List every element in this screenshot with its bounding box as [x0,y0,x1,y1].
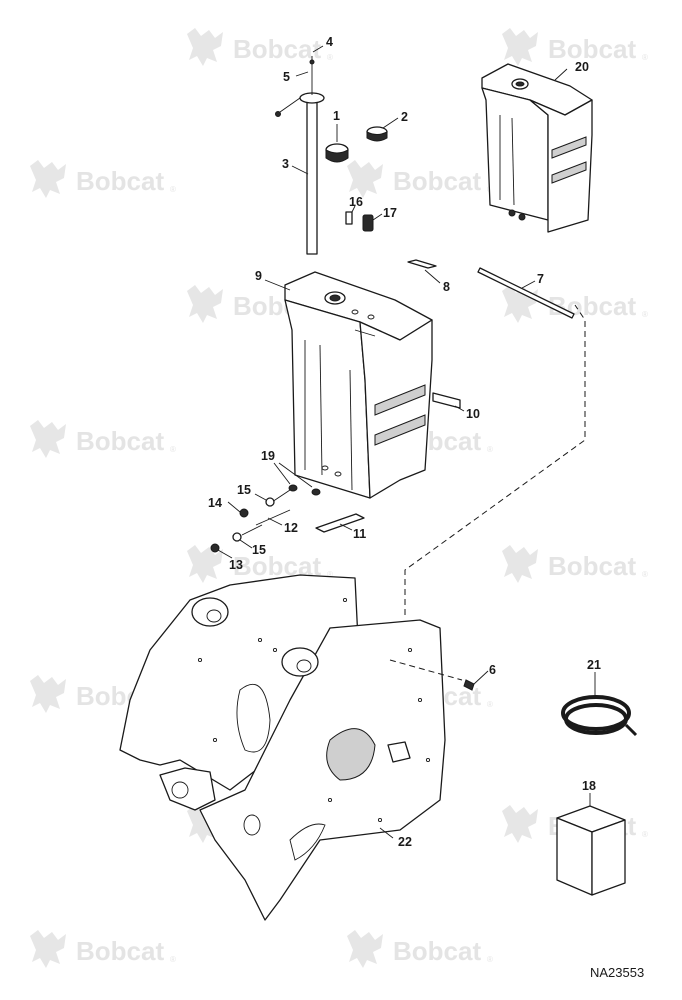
tank-part-20 [481,63,593,233]
callout-4: 4 [326,35,333,49]
watermark-brand: Bobcat [76,426,164,456]
sender-part-3 [275,56,325,255]
hose-part-21 [561,695,638,737]
watermark-brand: Bobcat [393,166,481,196]
watermark-registered: ® [642,53,648,62]
watermark-registered: ® [327,570,333,579]
callout-7: 7 [537,272,544,286]
callout-16: 16 [349,195,363,209]
box-part-18 [556,805,626,896]
bobcat-logo-icon [30,160,66,198]
tank-part-9 [284,271,433,499]
bolt-part-6 [463,679,475,691]
watermark-registered: ® [170,445,176,454]
callout-10: 10 [466,407,480,421]
bobcat-logo-icon [30,930,66,968]
bobcat-logo-icon [502,805,538,843]
pad-part-10 [432,392,461,409]
bobcat-logo-icon [187,545,223,583]
watermark-layer: Bobcat ® Bobcat ® Bobcat ® Bobcat ® Bobcat ® Bobca… [30,28,648,968]
watermark-brand: Bobcat [393,936,481,966]
pad-part-11 [315,513,365,533]
rod-part-7 [477,267,575,319]
pad-part-8 [407,259,437,269]
watermark-registered: ® [642,570,648,579]
watermark-4: Bobcat® [347,160,493,198]
watermark-brand: Bobcat [233,34,321,64]
callout-14: 14 [208,496,222,510]
watermark-brand: Bobcat [76,166,164,196]
callout-2: 2 [401,110,408,124]
watermark-registered: ® [487,955,493,964]
bobcat-logo-icon [30,420,66,458]
fittings-12-15-19 [210,484,321,553]
watermark-10: Bobcat ® [502,545,648,583]
watermark-registered: ® [170,185,176,194]
cap-part-2 [366,126,388,142]
callout-1: 1 [333,109,340,123]
watermark-registered: ® [642,830,648,839]
cap-part-1 [325,143,349,163]
bobcat-logo-icon [30,675,66,713]
watermark-16: Bobcat ® [347,930,493,968]
callout-20: 20 [575,60,589,74]
bobcat-logo-icon [502,28,538,66]
bobcat-logo-icon [347,930,383,968]
callout-9: 9 [255,269,262,283]
watermark-2: Bobcat ® [502,28,648,66]
watermark-registered: ® [170,955,176,964]
watermark-brand: Bobcat [548,34,636,64]
watermark-1: Bobcat ® [187,28,333,66]
callout-17: 17 [383,206,397,220]
callout-labels: 1 2 3 4 5 6 7 8 9 10 11 12 13 14 15 15 1… [208,35,601,849]
frame-part-22 [119,304,586,921]
watermark-15: Bobcat ® [30,930,176,968]
vent-part-16 [345,211,353,225]
callout-11: 11 [353,527,366,541]
callout-8: 8 [443,280,450,294]
watermark-brand: Bobcat [76,936,164,966]
callout-22: 22 [398,835,412,849]
leader-lines [217,45,596,839]
callout-18: 18 [582,779,596,793]
watermark-registered: ® [487,700,493,709]
callout-21: 21 [587,658,601,672]
callout-15b: 15 [252,543,266,557]
bobcat-logo-icon [502,545,538,583]
drawing-code: NA23553 [590,965,644,980]
watermark-registered: ® [642,310,648,319]
callout-12: 12 [284,521,298,535]
bobcat-logo-icon [187,28,223,66]
watermark-registered: ® [487,445,493,454]
callout-19: 19 [261,449,275,463]
bobcat-logo-icon [187,285,223,323]
watermark-brand: Bobcat [548,291,636,321]
watermark-7: Bobcat ® [30,420,176,458]
callout-6: 6 [489,663,496,677]
callout-3: 3 [282,157,289,171]
watermark-registered: ® [327,53,333,62]
watermark-brand: Bobcat [548,551,636,581]
callout-15a: 15 [237,483,251,497]
bobcat-logo-icon [347,160,383,198]
callout-5: 5 [283,70,290,84]
watermark-6: Bobcat ® [502,285,648,323]
callout-13: 13 [229,558,243,572]
elbow-part-17 [362,214,374,232]
watermark-3: Bobcat ® [30,160,176,198]
